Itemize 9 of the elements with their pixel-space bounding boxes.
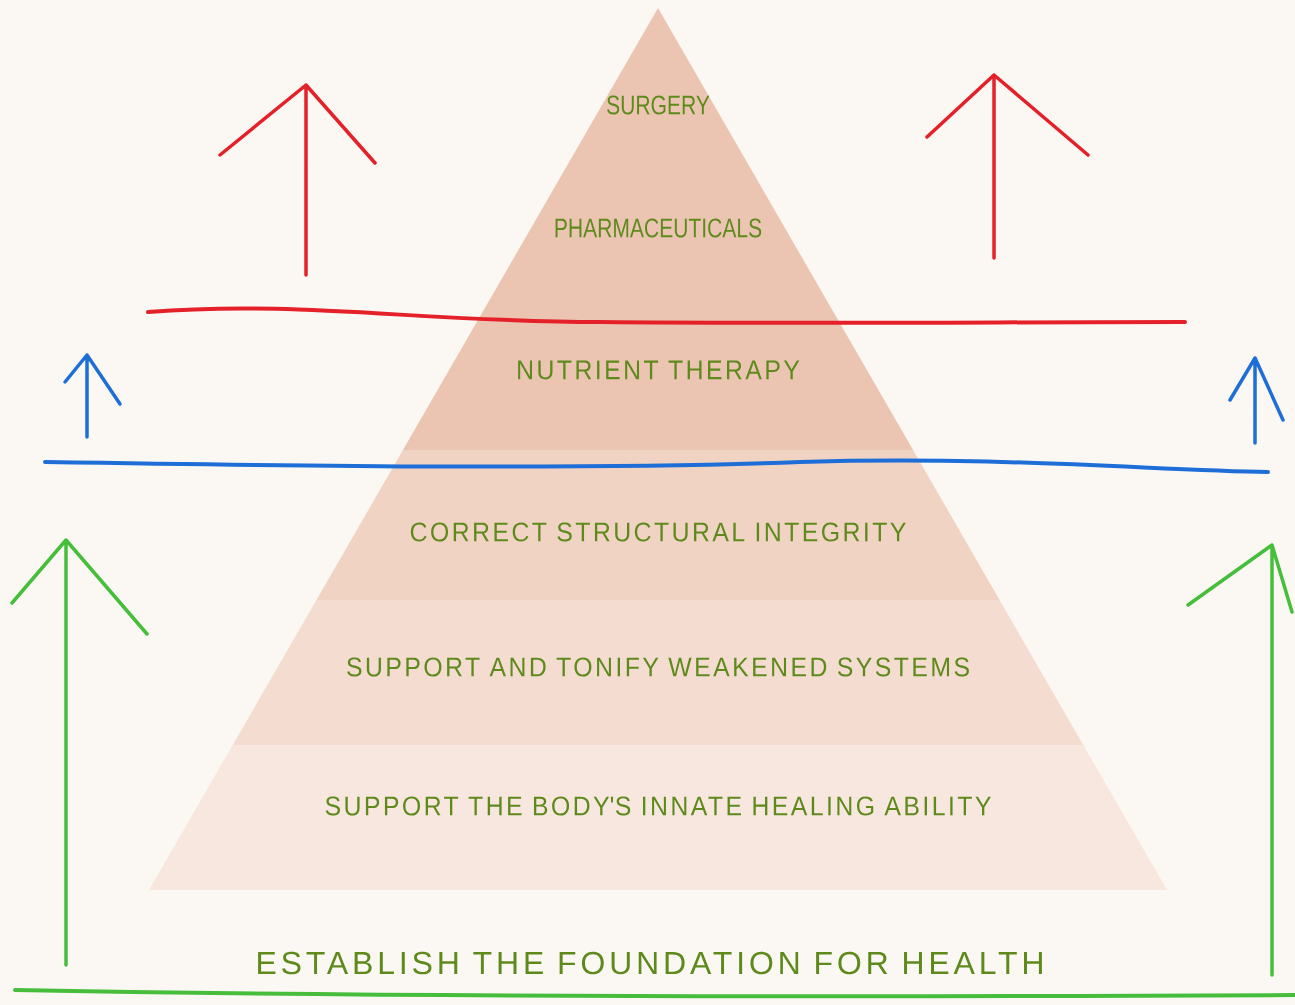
pyramid-band: PHARMACEUTICALS xyxy=(489,165,827,300)
node-label: NUTRIENT THERAPY xyxy=(518,360,800,380)
node-label: PHARMACEUTICALS xyxy=(555,218,762,238)
pyramid-band: SUPPORT THE BODY'S INNATE HEALING ABILITY xyxy=(149,745,1167,890)
pyramid-band: NUTRIENT THERAPY xyxy=(402,300,914,450)
foundation-label: ESTABLISH THE FOUNDATION FOR HEALTH xyxy=(258,951,1042,975)
pyramid-band: CORRECT STRUCTURAL INTEGRITY xyxy=(316,450,1000,600)
node-label: SURGERY xyxy=(607,95,710,115)
pyramid-band: SURGERY xyxy=(567,8,749,165)
